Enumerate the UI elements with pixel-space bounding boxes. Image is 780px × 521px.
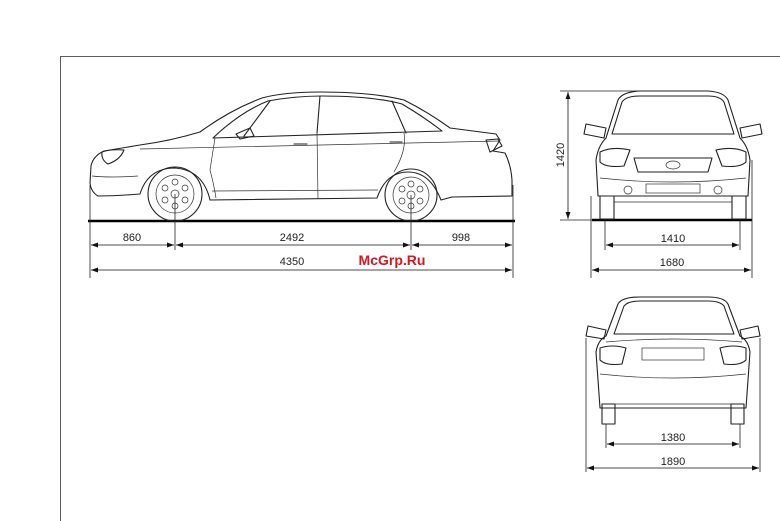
front-right-headlight bbox=[715, 147, 747, 168]
side-mirror bbox=[235, 127, 255, 140]
side-center-door-line bbox=[316, 132, 319, 200]
side-rear-door-line bbox=[393, 132, 405, 173]
rear-right-mirror bbox=[739, 325, 761, 340]
side-body-outline bbox=[89, 91, 513, 201]
side-view: 860 2492 998 4350 bbox=[88, 91, 515, 278]
side-front-bumper bbox=[91, 175, 139, 178]
front-left-foglight bbox=[623, 185, 633, 195]
rear-trunk-line bbox=[605, 338, 743, 343]
side-a-pillar-line bbox=[243, 100, 271, 137]
side-headlight bbox=[101, 149, 125, 165]
rear-left-mirror bbox=[585, 325, 607, 340]
side-b-pillar bbox=[316, 95, 321, 134]
rear-bumper bbox=[599, 373, 747, 379]
rear-right-taillight bbox=[719, 345, 747, 366]
side-extension-lines bbox=[89, 185, 514, 278]
dim-rear-track: 1380 bbox=[661, 432, 685, 444]
side-sill-line bbox=[211, 189, 379, 192]
front-extension-lines bbox=[560, 90, 753, 278]
rear-plate bbox=[641, 347, 705, 361]
side-taillight bbox=[485, 138, 503, 153]
drawing-frame bbox=[60, 56, 780, 521]
side-belt-line bbox=[139, 140, 501, 150]
front-body-outline bbox=[595, 90, 751, 197]
rear-window bbox=[613, 300, 735, 335]
side-window-frame bbox=[212, 95, 443, 139]
dim-wheelbase: 2492 bbox=[280, 232, 304, 244]
rear-extension-lines bbox=[585, 338, 761, 472]
front-view: 1420 1410 1680 bbox=[555, 90, 763, 278]
dim-overall-length: 4350 bbox=[280, 256, 304, 268]
dim-front-track: 1410 bbox=[661, 233, 685, 245]
front-plate bbox=[645, 183, 701, 194]
front-left-tire bbox=[599, 195, 615, 220]
front-left-headlight bbox=[599, 147, 631, 168]
front-left-mirror bbox=[583, 123, 607, 139]
rear-left-tire bbox=[601, 403, 616, 425]
dim-width-mirrors: 1890 bbox=[661, 456, 685, 468]
front-right-mirror bbox=[739, 123, 763, 139]
rear-right-tire bbox=[730, 403, 745, 425]
dim-height: 1420 bbox=[555, 143, 567, 167]
front-right-foglight bbox=[713, 185, 723, 195]
front-right-tire bbox=[731, 195, 747, 220]
dim-rear-overhang: 998 bbox=[452, 232, 470, 244]
rear-left-taillight bbox=[599, 345, 627, 366]
front-badge bbox=[665, 160, 681, 170]
watermark: McGrp.Ru bbox=[359, 252, 426, 268]
rear-view: 1380 1890 bbox=[585, 296, 761, 472]
dim-width: 1680 bbox=[660, 257, 684, 269]
dim-front-overhang: 860 bbox=[123, 232, 141, 244]
front-bumper bbox=[599, 177, 747, 183]
front-grille bbox=[633, 157, 713, 173]
side-c-pillar bbox=[391, 100, 407, 134]
side-front-door-line bbox=[209, 137, 217, 199]
front-windshield bbox=[611, 95, 735, 135]
